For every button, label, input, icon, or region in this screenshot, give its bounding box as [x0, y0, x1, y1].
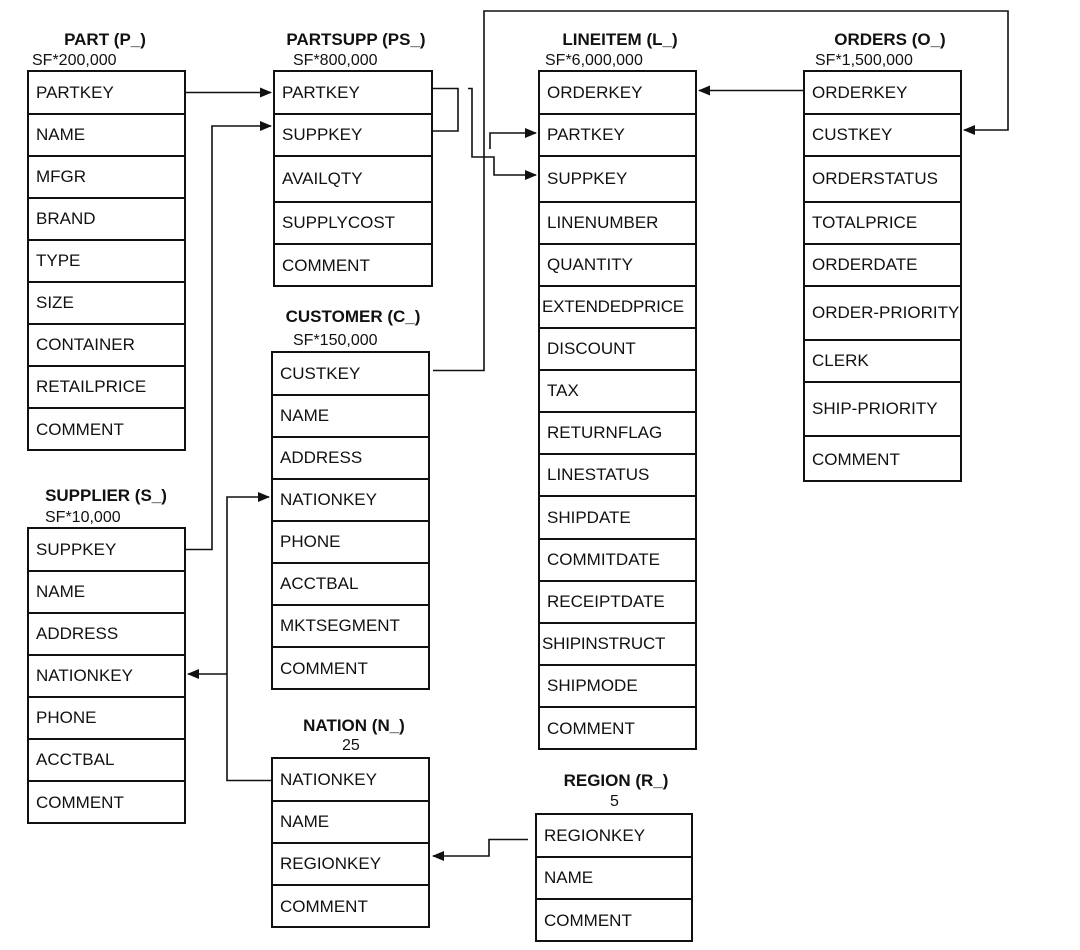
supplier-column-name: NAME: [29, 572, 184, 614]
supplier-column-nationkey: NATIONKEY: [29, 656, 184, 698]
link-partsupp-bracket-left: [433, 87, 459, 132]
partsupp-cardinality: SF*800,000: [293, 52, 378, 69]
customer-column-mktsegment: MKTSEGMENT: [273, 606, 428, 648]
partsupp-column-comment: COMMENT: [282, 256, 370, 275]
orders-column-totalprice: TOTALPRICE: [805, 203, 960, 245]
lineitem-column-linestatus: LINESTATUS: [540, 455, 695, 497]
lineitem-column-shipmode: SHIPMODE: [540, 666, 695, 708]
supplier-column-address: ADDRESS: [29, 614, 184, 656]
orders-column-orderstatus: ORDERSTATUS: [805, 157, 960, 203]
customer-column-name: NAME: [273, 396, 428, 438]
orders-cardinality: SF*1,500,000: [815, 52, 913, 69]
nation-column-name: NAME: [273, 802, 428, 844]
customer-cardinality: SF*150,000: [293, 332, 378, 349]
nation-column-regionkey: REGIONKEY: [273, 844, 428, 886]
lineitem-column-receiptdate: RECEIPTDATE: [540, 582, 695, 624]
link-supplier-partsupp-suppkey: [186, 121, 272, 551]
lineitem-column-quantity: QUANTITY: [540, 245, 695, 287]
part-column-size: SIZE: [29, 283, 184, 325]
nation-column-comment: COMMENT: [280, 897, 368, 916]
partsupp-column-supplycost: SUPPLYCOST: [275, 203, 431, 245]
lineitem-column-suppkey: SUPPKEY: [540, 157, 695, 203]
lineitem-column-shipinstruct: SHIPINSTRUCT: [540, 624, 695, 666]
link-customer-orders-custkey: [433, 10, 1009, 372]
nation-table-title: NATION (N_): [303, 716, 405, 735]
partsupp-table-title: PARTSUPP (PS_): [286, 30, 426, 49]
region-table-title: REGION (R_): [563, 771, 669, 790]
link-partsupp-lineitem-partkey: [489, 128, 537, 149]
lineitem-cardinality: SF*6,000,000: [545, 52, 643, 69]
nation-column-nationkey: NATIONKEY: [273, 759, 428, 802]
orders-column-order-priority: ORDER-PRIORITY: [805, 287, 960, 341]
partsupp-column-partkey: PARTKEY: [275, 72, 431, 115]
part-column-partkey: PARTKEY: [29, 72, 184, 115]
part-table-title: PART (P_): [64, 30, 146, 49]
link-partsupp-lineitem-suppkey: [468, 87, 537, 180]
supplier-column-acctbal: ACCTBAL: [29, 740, 184, 782]
customer-table-title: CUSTOMER (C_): [285, 307, 421, 326]
orders-column-ship-priority: SHIP-PRIORITY: [805, 383, 960, 437]
supplier-column-suppkey: SUPPKEY: [29, 529, 184, 572]
partsupp-column-availqty: AVAILQTY: [275, 157, 431, 203]
part-column-mfgr: MFGR: [29, 157, 184, 199]
lineitem-column-discount: DISCOUNT: [540, 329, 695, 371]
lineitem-table-title: LINEITEM (L_): [562, 30, 678, 49]
part-column-retailprice: RETAILPRICE: [29, 367, 184, 409]
supplier-table-title: SUPPLIER (S_): [45, 486, 167, 505]
customer-column-acctbal: ACCTBAL: [273, 564, 428, 606]
region-column-comment: COMMENT: [544, 911, 632, 930]
region-cardinality: 5: [610, 793, 619, 810]
lineitem-column-tax: TAX: [540, 371, 695, 413]
link-nation-customer-nationkey: [226, 492, 271, 782]
customer-column-address: ADDRESS: [273, 438, 428, 480]
region-column-regionkey: REGIONKEY: [537, 815, 691, 858]
lineitem-column-extendedprice: EXTENDEDPRICE: [540, 287, 695, 329]
nation-cardinality: 25: [342, 737, 360, 754]
supplier-cardinality: SF*10,000: [45, 509, 121, 526]
orders-column-orderdate: ORDERDATE: [805, 245, 960, 287]
lineitem-column-returnflag: RETURNFLAG: [540, 413, 695, 455]
lineitem-column-comment: COMMENT: [547, 719, 635, 738]
lineitem-column-partkey: PARTKEY: [540, 115, 695, 157]
region-column-name: NAME: [537, 858, 691, 900]
lineitem-column-commitdate: COMMITDATE: [540, 540, 695, 582]
part-column-name: NAME: [29, 115, 184, 157]
orders-column-custkey: CUSTKEY: [805, 115, 960, 157]
orders-column-orderkey: ORDERKEY: [805, 72, 960, 115]
part-cardinality: SF*200,000: [32, 52, 117, 69]
customer-column-nationkey: NATIONKEY: [273, 480, 428, 522]
orders-column-clerk: CLERK: [805, 341, 960, 383]
orders-table-title: ORDERS (O_): [834, 30, 946, 49]
lineitem-column-orderkey: ORDERKEY: [540, 72, 695, 115]
part-column-comment: COMMENT: [36, 420, 124, 439]
customer-column-phone: PHONE: [273, 522, 428, 564]
lineitem-column-shipdate: SHIPDATE: [540, 497, 695, 540]
customer-column-custkey: CUSTKEY: [273, 353, 428, 396]
part-column-type: TYPE: [29, 241, 184, 283]
customer-column-comment: COMMENT: [280, 659, 368, 678]
part-column-container: CONTAINER: [29, 325, 184, 367]
lineitem-column-linenumber: LINENUMBER: [540, 203, 695, 245]
supplier-column-comment: COMMENT: [36, 793, 124, 812]
partsupp-column-suppkey: SUPPKEY: [275, 115, 431, 157]
link-region-nation-regionkey: [432, 838, 528, 861]
part-column-brand: BRAND: [29, 199, 184, 241]
orders-column-comment: COMMENT: [812, 449, 900, 469]
supplier-column-phone: PHONE: [29, 698, 184, 740]
